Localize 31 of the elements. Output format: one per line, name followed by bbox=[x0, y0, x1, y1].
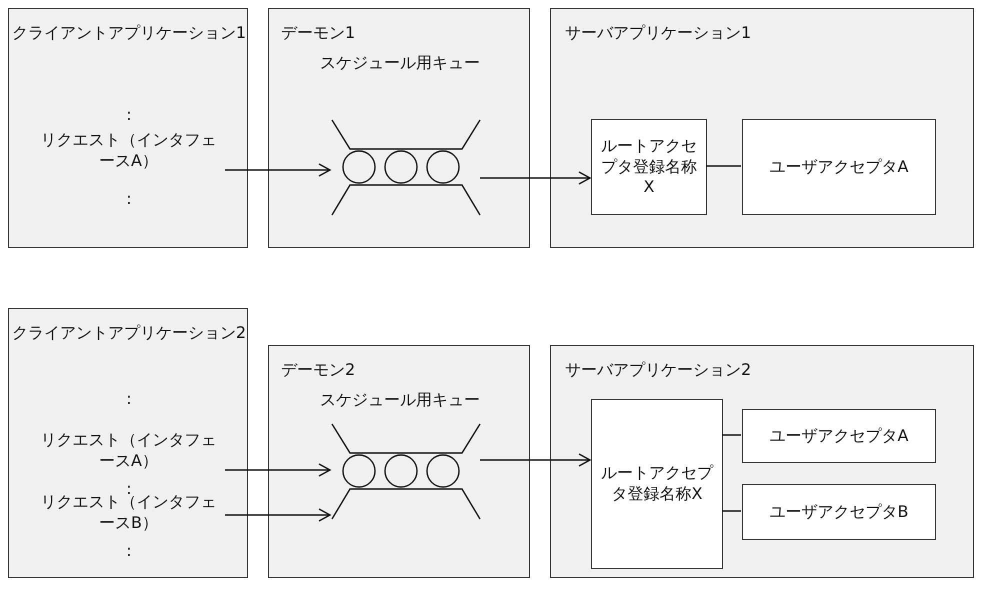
panel-title: サーバアプリケーション1 bbox=[565, 23, 752, 44]
component-panel bbox=[268, 8, 530, 248]
ellipsis-mark: : bbox=[125, 189, 133, 210]
panel-title: デーモン1 bbox=[281, 23, 356, 44]
acceptor-box: ユーザアクセプタA bbox=[742, 119, 936, 215]
request-label: リクエスト（インタフェースA） bbox=[40, 430, 218, 472]
ellipsis-mark: : bbox=[125, 541, 133, 562]
arrow bbox=[225, 163, 331, 177]
component-panel bbox=[8, 308, 248, 578]
ellipsis-mark: : bbox=[125, 389, 133, 410]
panel-subtitle: スケジュール用キュー bbox=[319, 390, 481, 411]
panel-title: デーモン2 bbox=[281, 360, 356, 381]
panel-subtitle: スケジュール用キュー bbox=[319, 53, 481, 74]
arrow bbox=[480, 453, 591, 467]
request-label: リクエスト（インタフェースA） bbox=[40, 130, 218, 172]
acceptor-box: ルートアクセプタ登録名称X bbox=[591, 399, 723, 569]
ellipsis-mark: : bbox=[125, 105, 133, 126]
panel-title: クライアントアプリケーション2 bbox=[10, 323, 248, 344]
component-panel bbox=[268, 345, 530, 578]
component-panel bbox=[550, 8, 974, 248]
acceptor-box: ユーザアクセプタA bbox=[742, 409, 936, 463]
acceptor-box: ルートアクセプタ登録名称X bbox=[591, 119, 707, 215]
arrow bbox=[480, 171, 591, 185]
ellipsis-mark: : bbox=[125, 479, 132, 498]
acceptor-box: ユーザアクセプタB bbox=[742, 484, 936, 540]
arrow bbox=[225, 508, 331, 522]
panel-title: サーバアプリケーション2 bbox=[565, 360, 752, 381]
panel-title: クライアントアプリケーション1 bbox=[10, 23, 248, 44]
component-panel bbox=[8, 8, 248, 248]
arrow bbox=[225, 463, 331, 477]
component-panel bbox=[550, 345, 974, 578]
